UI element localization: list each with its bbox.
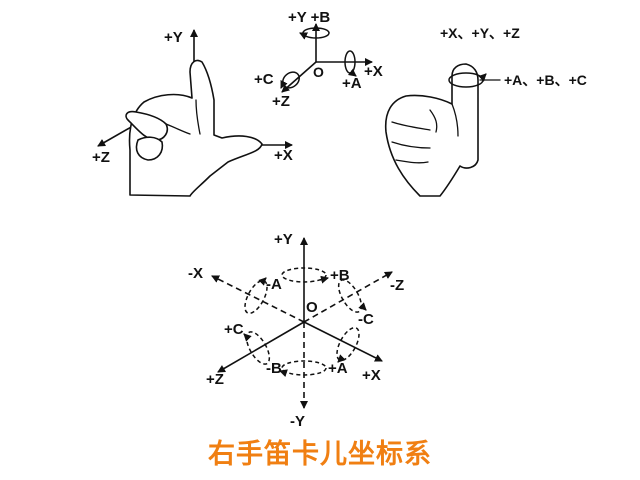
label-main-plus-y: +Y [274,231,293,248]
label-main-plus-c: +C [224,321,244,338]
main-plus-x-axis [303,321,383,362]
label-main-plus-z: +Z [206,371,224,388]
finger-line-2 [391,141,431,149]
finger-line-3 [395,159,429,164]
label-main-minus-z: -Z [390,277,404,294]
rotation-b-arrow [299,32,309,40]
label-main-minus-a: -A [266,276,282,293]
rotation-plus-a-arrow [337,354,346,363]
label-small-origin: O [313,64,324,80]
rotation-a-arrow [348,68,357,77]
rotation-ellipse-bottom [281,360,327,376]
label-main-plus-b: +B [330,267,350,284]
rotation-minus-b-arrow [279,369,288,378]
rotation-ellipse-top [281,267,327,283]
label-small-a: +A [342,75,362,92]
label-main-minus-y: -Y [290,413,305,430]
finger-line-1 [391,121,431,131]
small-axes-group: +Y +B +C O +X +A +Z [254,9,383,110]
label-left-plus-x: +X [274,147,293,164]
right-hand-illustration-l-shape [125,59,263,197]
label-small-z: +Z [272,93,290,110]
rotation-plus-c-arrow [243,333,252,342]
right-hand-group: +X、+Y、+Z +A、+B、+C [384,25,587,197]
rotation-ellipse-plus-z [245,331,271,365]
main-axes-group: +Y -Y -X +X -Z +Z -A +A +B -B +C -C O [188,231,404,430]
label-small-x: +X [364,63,383,80]
label-right-xyz: +X、+Y、+Z [440,25,520,41]
hand-outline [128,59,263,197]
rotation-c-ellipse [282,71,300,89]
main-minus-x-axis [211,275,305,323]
middle-finger [135,136,164,161]
fist-outline [384,63,479,197]
rotation-plus-b-arrow [319,275,329,284]
label-left-plus-y: +Y [164,29,183,46]
label-small-y-b: +Y +B [288,9,330,26]
right-hand-rotation-arrow [478,73,487,82]
thumb-crease [195,99,201,135]
label-small-c: +C [254,71,274,88]
main-plus-z-axis [217,321,305,373]
label-main-origin: O [306,299,318,316]
label-main-minus-x: -X [188,265,203,282]
label-right-abc: +A、+B、+C [504,72,587,88]
label-left-plus-z: +Z [92,149,110,166]
rotation-ellipse-minus-z [337,279,363,313]
main-minus-z-axis [303,271,393,323]
rotation-minus-a-arrow [258,277,267,286]
rotation-minus-c-arrow [358,302,367,311]
label-main-plus-x: +X [362,367,381,384]
palm-crease [165,123,191,135]
diagram-caption: 右手笛卡儿坐标系 [208,439,432,470]
label-main-minus-b: -B [266,360,282,377]
left-hand-group: +Y +X +Z [92,29,293,197]
label-main-plus-a: +A [328,360,348,377]
thumb-edge-right [451,103,459,137]
thumb-crease-right [429,109,438,133]
rotation-c-arrow [280,79,288,89]
right-hand-illustration-fist [384,63,479,197]
label-main-minus-c: -C [358,311,374,328]
